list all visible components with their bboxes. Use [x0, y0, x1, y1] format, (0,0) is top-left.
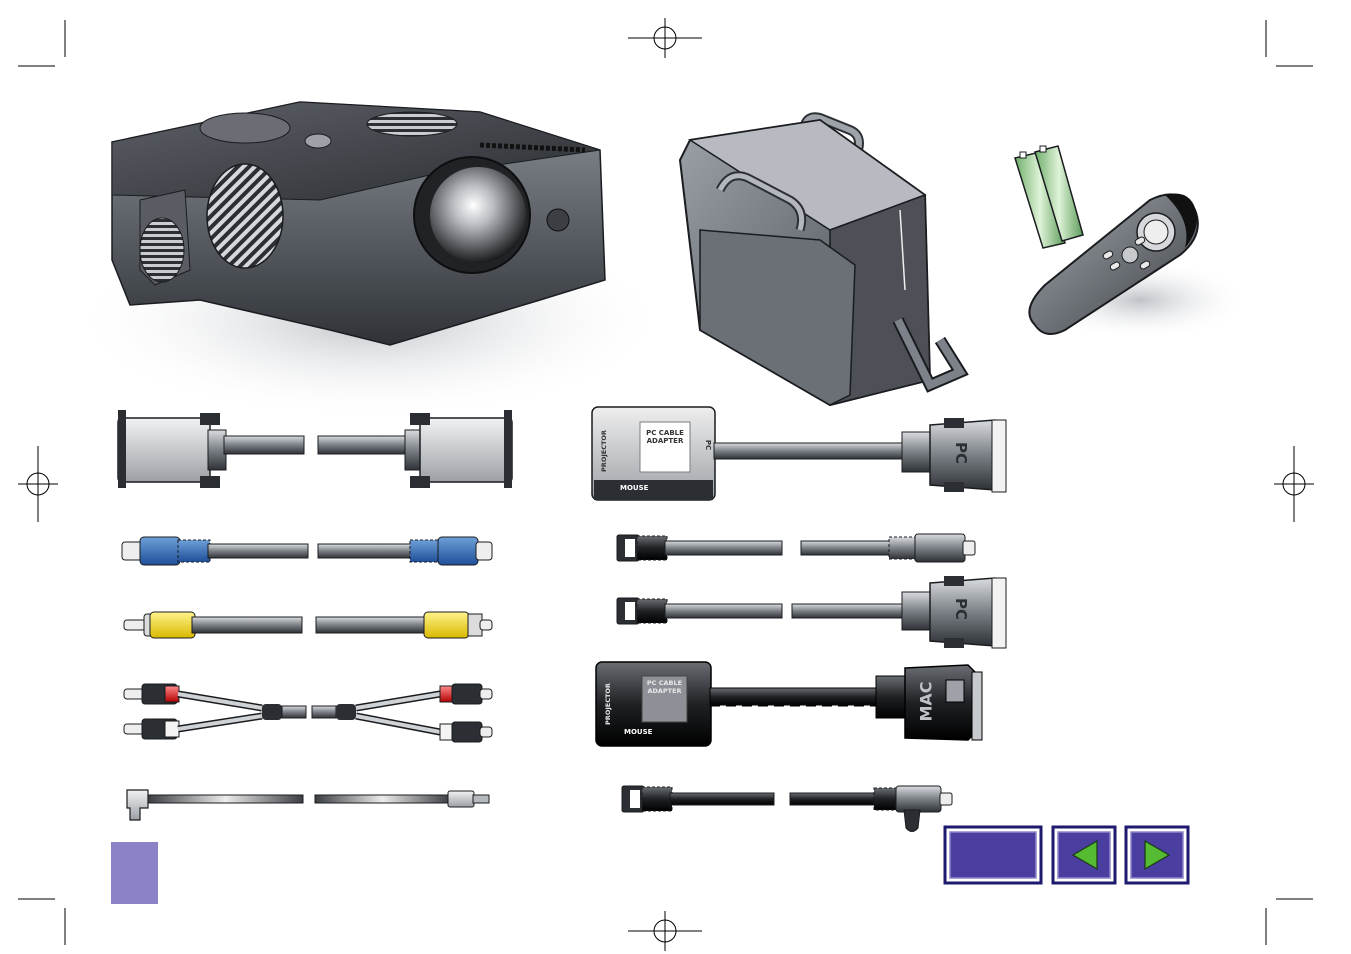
batteries-illustration [1014, 145, 1084, 249]
crop-marks [18, 20, 1313, 945]
s-video-cable [121, 536, 493, 566]
next-page-button[interactable] [1126, 827, 1188, 883]
menu-button[interactable] [945, 827, 1041, 883]
serial-mouse-cable [616, 576, 1007, 649]
registration-mark-top [628, 18, 702, 58]
remote-control-illustration [1028, 193, 1250, 340]
adb-mouse-cable [621, 785, 953, 832]
mac-adapter-side-label: PROJECTOR [604, 683, 612, 725]
video-cable-d-sub [117, 410, 513, 488]
registration-mark-left [18, 446, 58, 522]
composite-video-cable [123, 611, 493, 639]
menu-button-graphic [943, 825, 1043, 885]
triangle-right-icon [1144, 839, 1171, 871]
pc-adapter-bottom-label: MOUSE [620, 484, 649, 492]
page-color-tab [111, 842, 158, 904]
audio-rca-cable [123, 683, 493, 743]
previous-page-button-graphic [1051, 825, 1117, 885]
pc-adapter-label-line2: ADAPTER [646, 437, 684, 445]
triangle-left-icon [1071, 839, 1098, 871]
pc-cable-adapter [591, 406, 1007, 501]
mac-adapter-label-line1: PC CABLE [646, 679, 683, 687]
pc-adapter-label-line1: PC CABLE [646, 429, 684, 437]
previous-page-button[interactable] [1053, 827, 1115, 883]
projector-illustration [70, 101, 670, 420]
pc-adapter-side-label: PROJECTOR [600, 430, 608, 472]
mac-cable-adapter [595, 661, 983, 747]
mac-adapter-panel-label: PC CABLE ADAPTER [642, 679, 687, 695]
mac-connector-label: MAC [916, 681, 936, 722]
mac-adapter-label-line2: ADAPTER [647, 687, 682, 695]
mac-adapter-bottom-label: MOUSE [624, 728, 653, 736]
pc-connector-label-1: PC [952, 441, 970, 464]
ps2-mouse-cable [616, 533, 976, 563]
registration-mark-bottom [628, 911, 702, 951]
next-page-button-graphic [1124, 825, 1190, 885]
pc-connector-label-2: PC [952, 597, 970, 620]
registration-mark-right [1274, 446, 1314, 522]
mini-jack-audio-cable [126, 789, 490, 821]
pc-adapter-panel-label: PC CABLE ADAPTER [640, 429, 690, 445]
pc-adapter-end-label: PC [704, 439, 712, 451]
carrying-bag-illustration [678, 112, 969, 407]
